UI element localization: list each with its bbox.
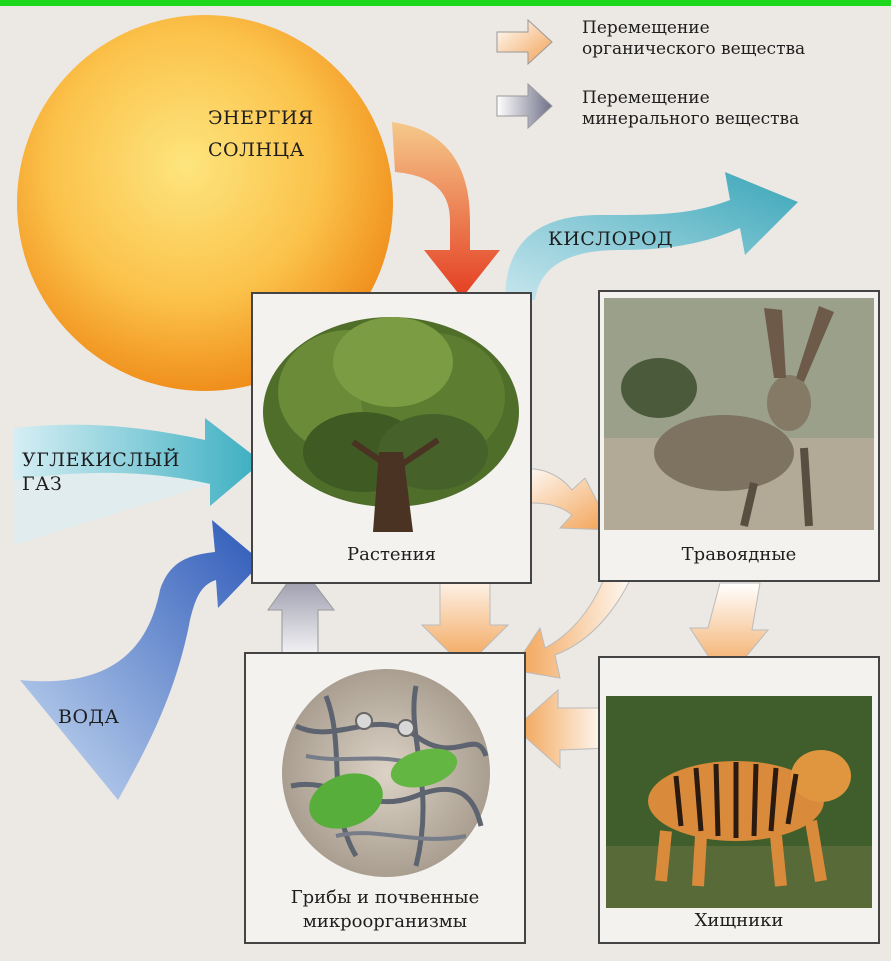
tiger-image <box>606 696 872 908</box>
tree-image <box>263 317 519 532</box>
organic-arrow-predators-decomposers <box>514 688 611 770</box>
co2-label: УГЛЕКИСЛЫЙ ГАЗ <box>22 449 180 495</box>
water-label: ВОДА <box>58 706 120 728</box>
legend-organic-arrow-icon <box>496 18 553 66</box>
decomposers-box: Грибы и почвенные микроорганизмы <box>244 652 526 944</box>
sun-energy-label: ЭНЕРГИЯ СОЛНЦА <box>208 107 314 161</box>
hare-image <box>604 298 874 530</box>
legend-mineral-text: Перемещение минерального вещества <box>582 88 800 129</box>
sun-energy-arrow <box>392 122 500 298</box>
plants-box: Растения <box>251 292 532 584</box>
predators-box: Хищники <box>598 656 880 944</box>
herbivores-box: Травоядные <box>598 290 880 582</box>
microorganisms-image <box>282 669 490 877</box>
legend-mineral-arrow-icon <box>496 82 553 130</box>
legend-organic-text: Перемещение органического вещества <box>582 18 806 59</box>
water-arrow <box>20 520 262 800</box>
herbivores-label: Травоядные <box>681 544 797 565</box>
top-green-bar <box>0 0 891 6</box>
predators-label: Хищники <box>694 910 784 931</box>
decomposers-label: Грибы и почвенные микроорганизмы <box>290 887 480 932</box>
oxygen-label: КИСЛОРОД <box>548 228 674 250</box>
oxygen-arrow <box>505 172 798 300</box>
plants-label: Растения <box>347 544 436 565</box>
co2-arrow <box>14 418 262 506</box>
organic-arrow-herbivores-decomposers <box>511 554 641 679</box>
